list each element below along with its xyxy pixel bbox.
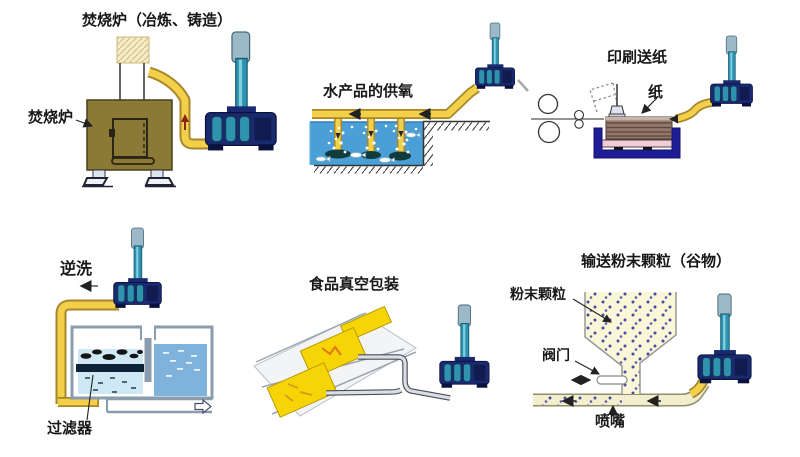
- paper-label-pointer: [641, 97, 658, 114]
- roots-blower-icon: [697, 293, 752, 384]
- feed-roller: [537, 120, 561, 144]
- roots-blower-icon: [439, 304, 490, 389]
- outflow-arrow: [194, 398, 212, 415]
- valve-label-pointer: [574, 360, 600, 375]
- furnace-label-pointer: [75, 118, 94, 128]
- label-powder: 粉末颗粒: [510, 287, 566, 303]
- furnace-body: [86, 99, 173, 171]
- filtered-drips: [85, 377, 136, 393]
- furnace-door: [112, 118, 148, 158]
- air-bubbles: [327, 124, 418, 154]
- flow-up-arrow: [181, 114, 189, 122]
- powder-label-pointer: [572, 298, 612, 323]
- vacuum-packaging-illustration: [253, 304, 490, 418]
- scene-title-powder: 输送粉末颗粒（谷物）: [581, 252, 732, 270]
- fish: [315, 132, 421, 163]
- suction-nozzle: [609, 105, 625, 115]
- label-valve: 阀门: [542, 348, 570, 364]
- scene-title-printing: 印刷送纸: [607, 48, 668, 66]
- scene-title-incinerator: 焚烧炉（冶炼、铸造）: [82, 11, 233, 29]
- stack-platform: [600, 139, 674, 148]
- roots-blower-icon: [113, 227, 162, 309]
- incinerator-illustration: [75, 31, 277, 188]
- aquaculture-illustration: [309, 22, 515, 174]
- label-paper: 纸: [648, 83, 664, 101]
- sludge-layer: [80, 349, 143, 360]
- scene-title-vacuum: 食品真空包装: [309, 275, 400, 293]
- scene-title-aquaculture: 水产品的供氧: [323, 82, 414, 100]
- label-filter: 过滤器: [47, 419, 93, 437]
- filter-label-pointer: [86, 374, 94, 421]
- heat-exchanger-box: [117, 37, 149, 63]
- scene-title-backwash: 逆洗: [60, 259, 93, 278]
- slide-valve: [596, 375, 628, 385]
- roots-blower-icon: [710, 35, 753, 107]
- printing-illustration: [517, 35, 753, 159]
- roots-blower-icon: [475, 22, 515, 90]
- filter-bar: [76, 364, 144, 372]
- feed-roller: [537, 93, 559, 115]
- powder-conveying-illustration: [533, 292, 752, 416]
- sheet-lift-dashes: [589, 82, 618, 113]
- label-nozzle: 喷嘴: [595, 412, 626, 430]
- backwash-illustration: [55, 227, 214, 421]
- label-furnace: 焚烧炉: [28, 108, 74, 126]
- ground-hatch: [423, 122, 489, 131]
- stack-tray: [593, 127, 681, 159]
- water-ripples: [163, 350, 200, 377]
- roots-blower-icon: [204, 31, 277, 152]
- food-package: [266, 362, 338, 418]
